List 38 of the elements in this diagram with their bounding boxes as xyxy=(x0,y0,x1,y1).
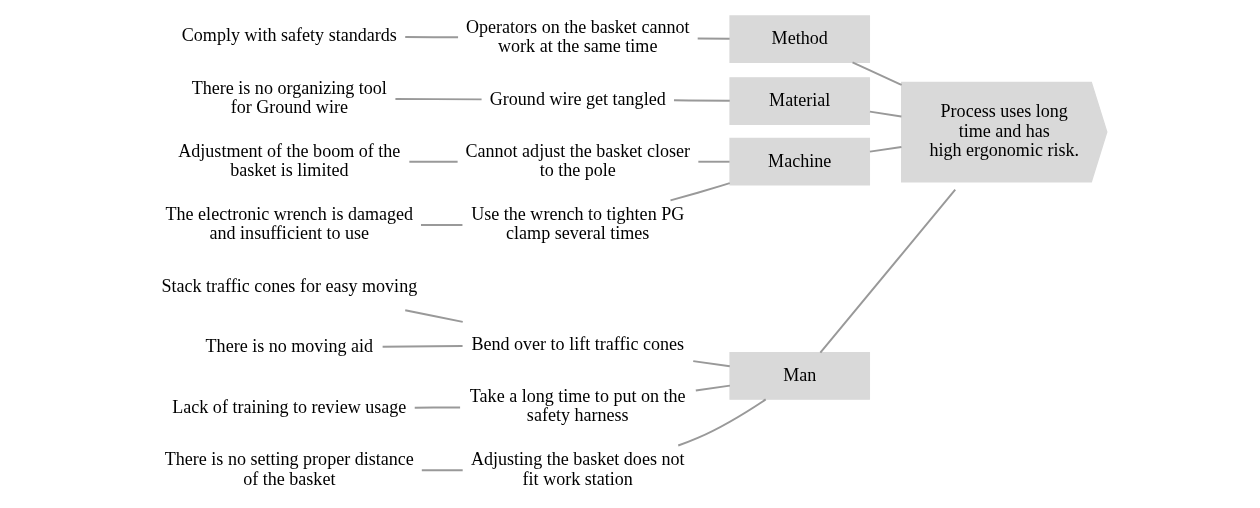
connector xyxy=(697,160,731,163)
connector xyxy=(408,160,459,163)
connector xyxy=(381,345,464,348)
connector xyxy=(868,146,903,153)
connector xyxy=(819,188,957,354)
node-text: Operators on the basket cannot work at the same time xyxy=(465,16,690,57)
node-text: There is no organizing tool for Ground wire xyxy=(191,77,387,117)
connector xyxy=(420,469,464,472)
node-text: Use the wrench to tighten PG clamp several times xyxy=(471,204,685,244)
node-text: Adjusting the basket does not fit work station xyxy=(470,449,685,489)
connector xyxy=(868,110,903,118)
connector xyxy=(669,182,731,202)
connector xyxy=(851,61,903,86)
connector xyxy=(394,98,483,101)
connector xyxy=(404,309,464,323)
node-box: Man xyxy=(729,352,871,400)
node-box: Method xyxy=(729,15,871,63)
connector xyxy=(420,224,464,226)
connector xyxy=(677,398,767,447)
connector xyxy=(413,406,462,409)
node-text: Stack traffic cones for easy moving xyxy=(161,275,418,296)
connector xyxy=(696,37,731,40)
node-box: Machine xyxy=(729,137,871,186)
node-text: Ground wire get tangled xyxy=(489,88,666,109)
connector xyxy=(673,99,731,102)
node-text: The electronic wrench is damaged and insufficient to use xyxy=(165,204,414,244)
node-text: Adjustment of the boom of the basket is limited xyxy=(178,140,401,181)
node-text: There is no setting proper distance of the basket xyxy=(164,449,414,489)
node-text: Cannot adjust the basket closer to the pole xyxy=(465,140,690,181)
node-text: Comply with safety standards xyxy=(181,25,397,46)
node-text: Bend over to lift traffic cones xyxy=(471,333,685,354)
node-text: Take a long time to put on the safety harness xyxy=(469,386,686,426)
connector xyxy=(694,384,731,392)
connector xyxy=(404,36,460,39)
node-box: Material xyxy=(729,77,871,125)
node-text: There is no moving aid xyxy=(205,336,374,357)
node-text: Lack of training to review usage xyxy=(172,396,407,417)
connector xyxy=(692,360,731,368)
